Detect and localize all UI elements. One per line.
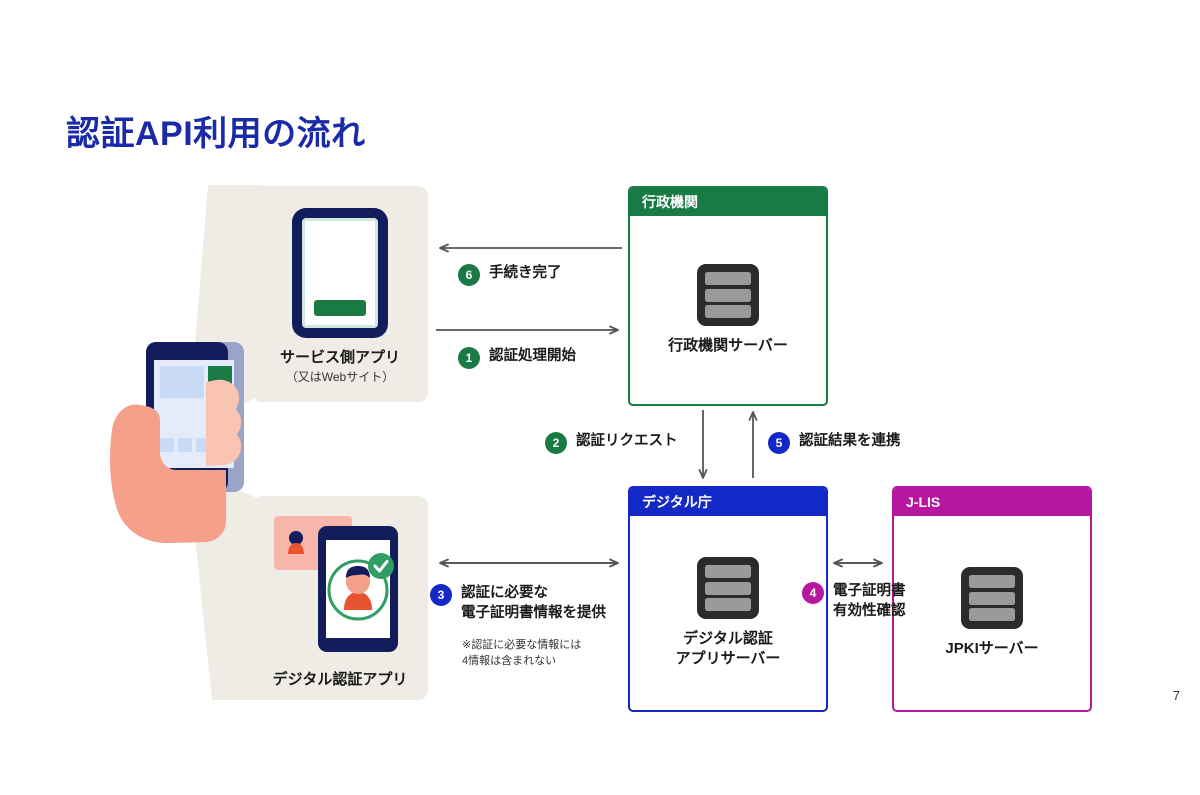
page-number: 7 <box>1172 688 1180 703</box>
step-2-number: 2 <box>545 432 567 454</box>
step-3-note: ※認証に必要な情報には 4情報は含まれない <box>462 639 582 667</box>
j-lis-server-label: JPKIサーバー <box>945 640 1039 658</box>
digital-agency-header: デジタル庁 <box>630 488 826 516</box>
step-2-label: 認証リクエスト <box>576 433 678 449</box>
step-5-label: 認証結果を連携 <box>799 433 901 449</box>
smartphone-icon <box>292 208 388 338</box>
page-title: 認証API利用の流れ <box>66 115 366 153</box>
step-3-number: 3 <box>430 584 452 606</box>
service-app-card: サービス側アプリ （又はWebサイト） <box>252 186 428 402</box>
step-6-number: 6 <box>458 264 480 286</box>
face-authentication-icon <box>274 516 398 652</box>
step-3-label: 認証に必要な 電子証明書情報を提供 <box>461 585 606 621</box>
server-icon <box>697 557 759 620</box>
step-1-label: 認証処理開始 <box>489 348 576 364</box>
step-3: 3 認証に必要な 電子証明書情報を提供 <box>430 584 606 623</box>
service-app-subcaption: （又はWebサイト） <box>285 370 395 384</box>
step-6: 6 手続き完了 <box>458 264 562 286</box>
step-2: 2 認証リクエスト <box>545 432 678 454</box>
server-icon <box>961 567 1023 630</box>
step-1-number: 1 <box>458 347 480 369</box>
gov-agency-box: 行政機関 行政機関サーバー <box>628 186 828 406</box>
gov-agency-server-label: 行政機関サーバー <box>668 337 788 355</box>
j-lis-box: J-LIS JPKIサーバー <box>892 486 1092 712</box>
step-5: 5 認証結果を連携 <box>768 432 901 454</box>
digital-agency-box: デジタル庁 デジタル認証 アプリサーバー <box>628 486 828 712</box>
j-lis-header: J-LIS <box>894 488 1090 516</box>
server-icon <box>697 264 759 327</box>
service-app-caption: サービス側アプリ <box>279 349 400 366</box>
gov-agency-header: 行政機関 <box>630 188 826 216</box>
step-4-label: 電子証明書 有効性確認 <box>833 583 906 619</box>
step-1: 1 認証処理開始 <box>458 347 576 369</box>
digital-auth-app-caption: デジタル認証アプリ <box>272 671 408 688</box>
digital-agency-server-label: デジタル認証 アプリサーバー <box>675 630 781 667</box>
step-4-number: 4 <box>802 582 824 604</box>
step-4: 4 電子証明書 有効性確認 <box>802 582 906 621</box>
step-5-number: 5 <box>768 432 790 454</box>
step-6-label: 手続き完了 <box>489 265 562 281</box>
digital-auth-app-card: デジタル認証アプリ <box>252 496 428 700</box>
